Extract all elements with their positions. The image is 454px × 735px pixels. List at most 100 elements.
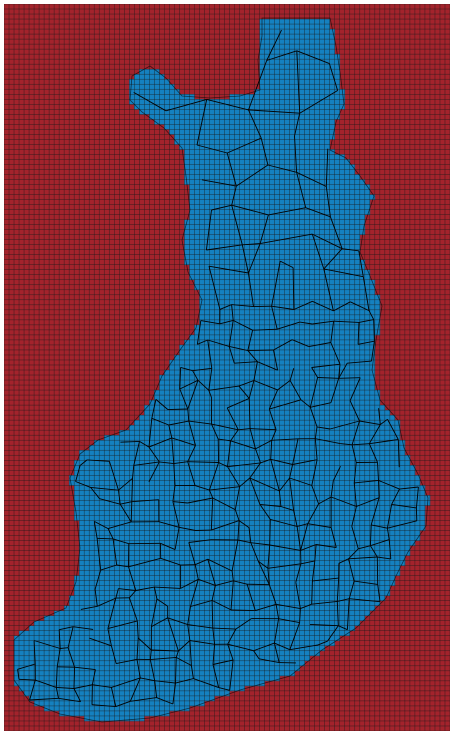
boundary-segment <box>273 339 293 351</box>
boundary-segment <box>271 305 294 310</box>
boundary-segment <box>257 561 270 585</box>
boundary-segment <box>194 564 199 580</box>
land-cell-run <box>259 49 336 55</box>
boundary-segment <box>349 598 381 603</box>
boundary-segment <box>140 677 155 682</box>
boundary-segment <box>275 604 280 619</box>
boundary-segment <box>348 548 359 560</box>
boundary-segment <box>289 477 295 511</box>
boundary-segment <box>278 490 282 507</box>
boundary-segment <box>228 320 234 347</box>
boundary-segment <box>358 545 371 550</box>
boundary-segment <box>231 204 269 216</box>
boundary-segment <box>33 640 61 649</box>
boundary-segment <box>312 300 334 312</box>
boundary-segment <box>231 570 234 581</box>
boundary-segment <box>59 626 74 631</box>
boundary-segment <box>358 319 374 323</box>
boundary-segment <box>311 560 316 581</box>
boundary-segment <box>273 618 280 644</box>
boundary-segment <box>311 367 318 378</box>
boundary-segment <box>371 524 388 529</box>
boundary-segment <box>175 657 192 666</box>
boundary-segment <box>149 659 156 681</box>
boundary-segment <box>210 497 214 531</box>
boundary-segment <box>207 558 233 572</box>
land-cell-run <box>184 234 361 240</box>
boundary-segment <box>227 643 254 652</box>
boundary-segment <box>173 463 176 486</box>
boundary-segment <box>328 63 339 91</box>
boundary-segment <box>273 349 279 371</box>
boundary-segment <box>270 518 298 527</box>
boundary-segment <box>296 172 307 208</box>
boundary-segment <box>280 506 294 511</box>
boundary-segment <box>247 243 261 274</box>
boundary-segment <box>253 361 258 381</box>
land-cell-run <box>74 460 411 466</box>
boundary-segment <box>399 486 419 490</box>
boundary-segment <box>296 523 308 527</box>
boundary-segment <box>317 377 339 379</box>
boundary-segment <box>171 437 175 464</box>
boundary-segment <box>231 539 239 572</box>
boundary-segment <box>226 407 239 431</box>
boundary-segment <box>378 479 400 490</box>
boundary-segment <box>248 109 262 139</box>
boundary-segment <box>368 310 375 320</box>
boundary-segment <box>234 361 258 364</box>
boundary-segment <box>55 687 59 699</box>
boundary-segment <box>248 60 268 111</box>
boundary-segment <box>187 606 191 625</box>
land-cell-run <box>74 585 391 591</box>
boundary-segment <box>58 629 61 649</box>
boundary-segment <box>309 407 318 428</box>
boundary-segment <box>316 544 337 548</box>
boundary-segment <box>187 461 219 463</box>
boundary-segment <box>267 544 271 569</box>
boundary-segment <box>228 346 235 364</box>
boundary-segment <box>312 233 343 250</box>
boundary-segment <box>194 485 210 491</box>
boundary-segment <box>218 687 230 691</box>
boundary-segment <box>349 400 360 422</box>
boundary-segment <box>266 50 297 61</box>
boundary-segment <box>94 569 102 590</box>
boundary-segment <box>258 658 280 664</box>
boundary-segment <box>348 556 378 560</box>
boundary-segment <box>351 420 360 445</box>
boundary-segment <box>29 697 59 701</box>
boundary-segment <box>211 520 240 531</box>
boundary-segment <box>92 684 112 688</box>
boundary-segment <box>160 557 181 566</box>
boundary-segment <box>248 527 252 543</box>
boundary-segment <box>168 420 189 426</box>
boundary-segment <box>227 628 237 645</box>
boundary-segment <box>231 304 254 308</box>
boundary-segment <box>200 320 220 325</box>
boundary-segment <box>368 424 381 444</box>
boundary-segment <box>218 438 231 442</box>
boundary-segment <box>247 272 254 307</box>
boundary-segment <box>198 578 216 586</box>
boundary-segment <box>132 465 135 479</box>
land-cell-run <box>134 420 401 426</box>
boundary-segment <box>67 647 76 668</box>
boundary-segment <box>131 499 159 503</box>
boundary-segment <box>226 152 237 187</box>
boundary-segment <box>171 437 196 446</box>
boundary-segment <box>350 301 370 312</box>
boundary-segment <box>136 659 141 678</box>
boundary-segment <box>55 666 58 688</box>
boundary-segment <box>208 368 213 391</box>
boundary-segment <box>158 521 180 528</box>
boundary-segment <box>274 642 290 651</box>
boundary-segment <box>236 164 269 187</box>
boundary-segment <box>317 640 328 646</box>
boundary-segment <box>56 648 61 667</box>
boundary-segment <box>237 539 251 544</box>
land-cell-run <box>144 410 391 416</box>
boundary-segment <box>255 439 272 450</box>
boundary-segment <box>296 171 327 187</box>
boundary-segment <box>229 659 234 691</box>
